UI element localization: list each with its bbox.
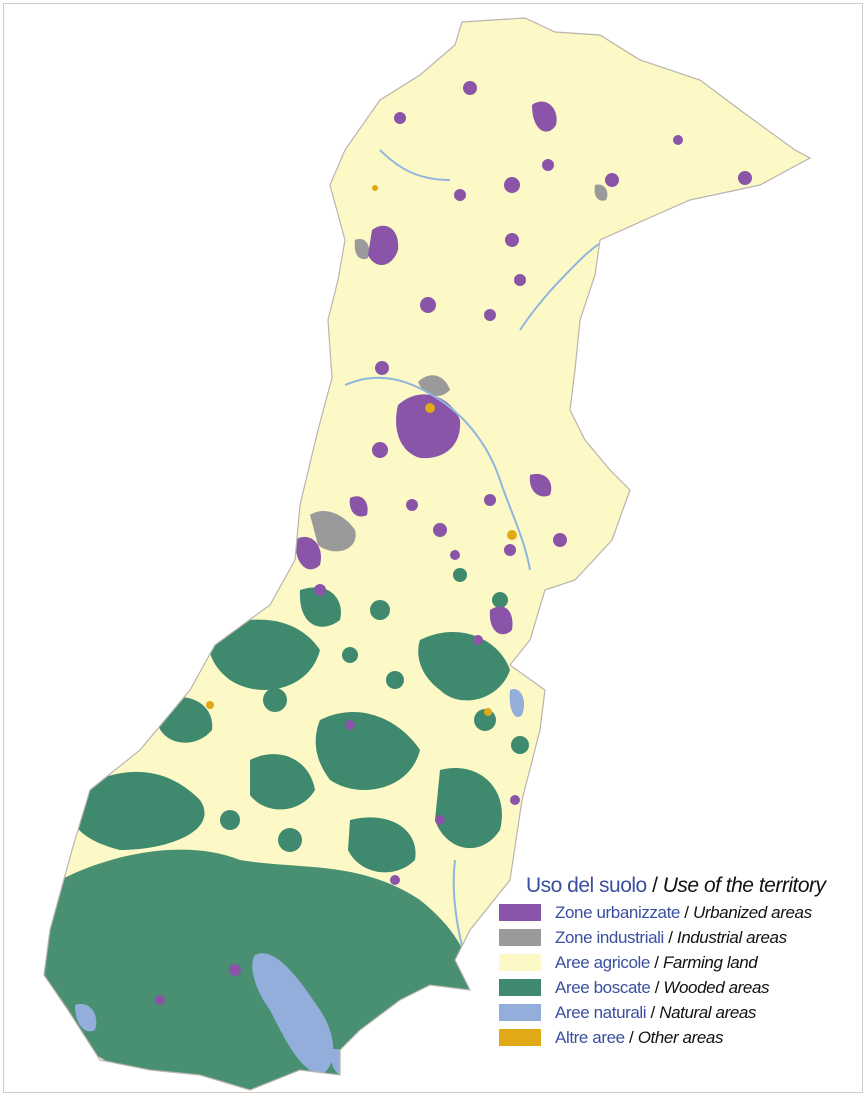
legend-item-farming: Aree agricole / Farming land <box>499 950 861 975</box>
legend-title-separator: / <box>646 874 663 897</box>
legend-item-wooded: Aree boscate / Wooded areas <box>499 975 861 1000</box>
legend-label: Zone industriali / Industrial areas <box>555 927 787 947</box>
legend-label-en: Natural areas <box>659 1002 757 1022</box>
legend-title-it: Uso del suolo <box>526 874 647 897</box>
legend-label-it: Aree agricole <box>555 952 650 972</box>
legend-label-en: Wooded areas <box>663 977 770 997</box>
legend-label-en: Farming land <box>662 952 758 972</box>
legend-swatch-other <box>499 1029 541 1046</box>
legend-label: Aree naturali / Natural areas <box>555 1002 757 1022</box>
legend-label-en: Urbanized areas <box>692 902 812 922</box>
legend-item-other: Altre aree / Other areas <box>499 1025 861 1050</box>
legend-label: Altre aree / Other areas <box>555 1027 724 1047</box>
legend-swatch-farming <box>499 954 541 971</box>
urbanized-areas <box>155 81 752 1005</box>
legend-label-en: Industrial areas <box>676 927 787 947</box>
legend-swatch-natural <box>499 1004 541 1021</box>
legend-label-it: Zone industriali <box>555 927 664 947</box>
legend-label-it: Aree boscate <box>555 977 651 997</box>
legend-swatch-urbanized <box>499 904 541 921</box>
legend-title-en: Use of the territory <box>662 874 826 897</box>
legend-label: Zone urbanizzate / Urbanized areas <box>555 902 812 922</box>
legend-label-it: Zone urbanizzate <box>555 902 680 922</box>
legend-swatch-industrial <box>499 929 541 946</box>
other-areas <box>206 185 551 716</box>
legend-label: Aree agricole / Farming land <box>555 952 758 972</box>
map-layers <box>44 81 752 1090</box>
legend-label-en: Other areas <box>637 1027 724 1047</box>
legend-item-urbanized: Zone urbanizzate / Urbanized areas <box>499 900 861 925</box>
legend-item-natural: Aree naturali / Natural areas <box>499 1000 861 1025</box>
legend-swatch-wooded <box>499 979 541 996</box>
legend-label: Aree boscate / Wooded areas <box>555 977 770 997</box>
map-legend: Uso del suolo / Use of the territory Zon… <box>499 872 861 1050</box>
legend-title: Uso del suolo / Use of the territory <box>526 872 861 900</box>
legend-label-it: Altre aree <box>555 1027 625 1047</box>
legend-item-industrial: Zone industriali / Industrial areas <box>499 925 861 950</box>
natural-areas <box>75 689 525 1077</box>
legend-label-it: Aree naturali <box>555 1002 647 1022</box>
